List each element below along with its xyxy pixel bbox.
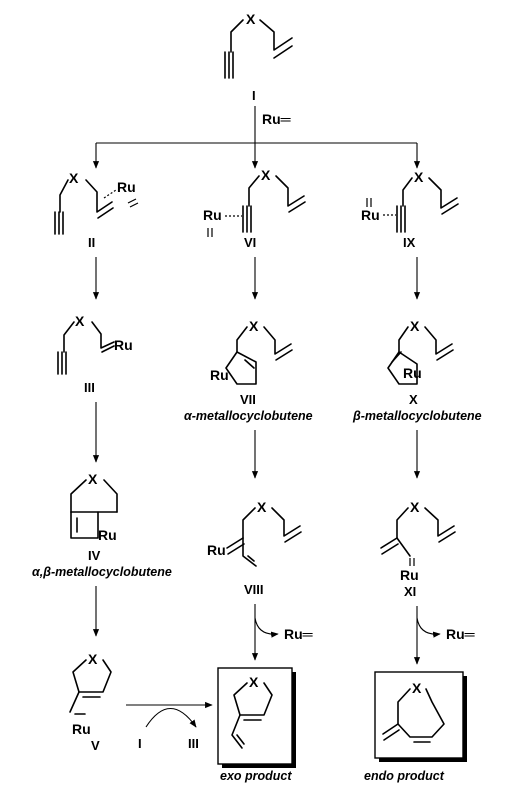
compound-label-6: VI <box>244 235 256 250</box>
compound-label-4: IV <box>88 548 101 563</box>
atom-x: X <box>410 318 420 334</box>
beta-metallocyclobutene-label: β-metallocyclobutene <box>352 409 482 423</box>
atom-ru: Ru <box>403 365 422 381</box>
exo-product-box: X exo product <box>217 667 296 783</box>
compound-5-structure: X Ru V <box>69 651 112 753</box>
compound-label-2: II <box>88 235 95 250</box>
atom-ru: Ru <box>72 721 91 737</box>
atom-ru: Ru <box>210 367 229 383</box>
cycle-input-label: I <box>138 736 142 751</box>
atom-x: X <box>249 674 259 690</box>
compound-10-structure: X Ru X β-metallocyclobutene <box>352 318 482 423</box>
atom-x: X <box>249 318 259 334</box>
compound-label-7: VII <box>240 392 256 407</box>
atom-x: X <box>412 680 422 696</box>
atom-x: X <box>75 313 85 329</box>
compound-3-structure: X Ru III <box>57 313 133 395</box>
compound-label-1: I <box>252 88 256 103</box>
compound-label-9: IX <box>403 235 416 250</box>
atom-ru: Ru <box>400 567 419 583</box>
regeneration-cycle: I III <box>126 701 213 751</box>
reagent-ru-endo: Ru═ <box>446 626 475 642</box>
atom-ru: Ru <box>207 542 226 558</box>
alpha-beta-metallocyclobutene-label: α,β-metallocyclobutene <box>32 565 172 579</box>
compound-8-structure: X Ru VIII <box>207 499 302 597</box>
endo-product-label: endo product <box>364 769 445 783</box>
compound-label-11: XI <box>404 584 416 599</box>
exo-product-label: exo product <box>220 769 292 783</box>
atom-ru: Ru <box>117 179 136 195</box>
reagent-ru-exo: Ru═ <box>284 626 313 642</box>
compound-label-5: V <box>91 738 100 753</box>
atom-x: X <box>410 499 420 515</box>
compound-4-structure: X Ru IV α,β-metallocyclobutene <box>32 471 172 579</box>
compound-2-structure: X Ru II <box>54 170 139 250</box>
compound-label-10: X <box>409 392 418 407</box>
endo-product-box: X endo product <box>364 671 467 783</box>
atom-x: X <box>69 170 79 186</box>
atom-x: X <box>88 651 98 667</box>
atom-x: X <box>246 11 256 27</box>
atom-ru: Ru <box>98 527 117 543</box>
compound-6-structure: X Ru VI <box>203 167 306 250</box>
atom-x: X <box>257 499 267 515</box>
cycle-output-label: III <box>188 736 199 751</box>
alpha-metallocyclobutene-label: α-metallocyclobutene <box>184 409 313 423</box>
atom-x: X <box>414 169 424 185</box>
atom-ru: Ru <box>114 337 133 353</box>
atom-x: X <box>88 471 98 487</box>
compound-label-3: III <box>84 380 95 395</box>
compound-11-structure: X Ru XI <box>380 499 456 599</box>
atom-ru: Ru <box>203 207 222 223</box>
atom-x: X <box>261 167 271 183</box>
compound-7-structure: X Ru VII α-metallocyclobutene <box>184 318 313 423</box>
compound-1-structure: X I <box>224 11 293 103</box>
reagent-ru-top: Ru═ <box>262 111 291 127</box>
compound-label-8: VIII <box>244 582 264 597</box>
compound-9-structure: X Ru IX <box>361 169 459 250</box>
atom-ru: Ru <box>361 207 380 223</box>
